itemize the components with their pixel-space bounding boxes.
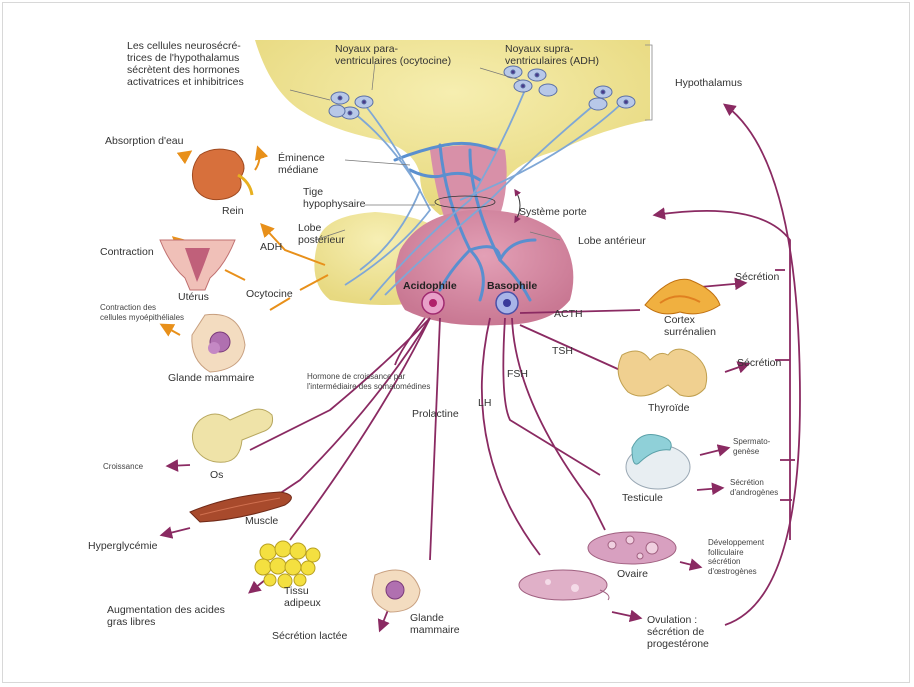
- ovary-icon: [587, 531, 677, 565]
- label-supraventricular-nuclei: Noyaux supra- ventriculaires (ADH): [505, 43, 599, 67]
- label-growth: Croissance: [103, 462, 144, 471]
- muscle-icon: [189, 491, 292, 523]
- neuron-axons: [344, 89, 621, 301]
- adipose-tissue-icon: [254, 540, 321, 589]
- portal-bracket: [514, 188, 522, 224]
- acidophil-cell-icon: [421, 291, 445, 315]
- anterior-arrows: [159, 103, 801, 633]
- label-paraventricular-nuclei: Noyaux para- ventriculaires (ocytocine): [335, 43, 452, 67]
- label-adipose-tissue: Tissu adipeux: [284, 585, 321, 609]
- label-hyperglycemia: Hyperglycémie: [88, 540, 158, 552]
- hypothalamus-bracket: [645, 44, 653, 121]
- label-acidophil: Acidophile: [403, 280, 457, 292]
- label-follicular-development: Développement folliculaire sécrétion d'œ…: [708, 538, 765, 576]
- label-milk-secretion: Sécrétion lactée: [272, 630, 348, 642]
- label-bone: Os: [210, 469, 224, 481]
- testis-icon: [625, 434, 691, 490]
- label-secretion-2: Sécrétion: [737, 357, 782, 369]
- label-growth-hormone: Hormone de croissance par l'intermédiair…: [307, 372, 431, 391]
- adrenal-cortex-icon: [644, 278, 721, 315]
- label-thyroid: Thyroïde: [648, 402, 690, 414]
- thyroid-icon: [617, 348, 708, 397]
- label-androgen-secretion: Sécrétion d'androgènes: [730, 478, 779, 497]
- label-hypothalamus: Hypothalamus: [675, 77, 743, 89]
- label-anterior-lobe: Lobe antérieur: [578, 235, 646, 247]
- kidney-icon: [191, 148, 254, 201]
- label-prolactin: Prolactine: [412, 408, 459, 420]
- hypothalamus-region: [255, 40, 650, 215]
- stalk-ring: [434, 195, 496, 209]
- label-myoepithelial-contraction: Contraction des cellules myoépithéliales: [100, 303, 185, 322]
- label-portal-system: Système porte: [519, 206, 587, 218]
- label-tsh: TSH: [552, 345, 573, 357]
- label-kidney: Rein: [222, 205, 244, 217]
- leader-lines: [289, 61, 561, 241]
- label-free-fatty-acids: Augmentation des acides gras libres: [107, 604, 225, 628]
- label-acth: ACTH: [554, 308, 583, 320]
- label-adrenal-cortex: Cortex surrénalien: [664, 314, 716, 338]
- label-contraction: Contraction: [100, 246, 154, 258]
- label-mammary-gland-2: Glande mammaire: [410, 612, 460, 636]
- label-mammary-gland-1: Glande mammaire: [168, 372, 255, 384]
- label-secretion-1: Sécrétion: [735, 271, 780, 283]
- neuron-cells-supra-2: [588, 85, 636, 111]
- portal-vessels: [393, 141, 537, 302]
- bone-icon: [191, 408, 273, 463]
- neuron-cells-para: [328, 91, 374, 120]
- label-oxytocin: Ocytocine: [246, 288, 293, 300]
- label-water-absorption: Absorption d'eau: [105, 135, 184, 147]
- ovary-icon-2: [518, 569, 610, 601]
- neuron-cells-supra-1: [503, 65, 558, 97]
- label-fsh: FSH: [507, 368, 528, 380]
- label-ovulation: Ovulation : sécrétion de progestérone: [647, 614, 709, 650]
- label-spermatogenesis: Spermato- genèse: [733, 437, 771, 456]
- label-neurosecretory-cells: Les cellules neurosécré- trices de l'hyp…: [127, 40, 244, 88]
- uterus-icon: [159, 239, 236, 291]
- label-ovary: Ovaire: [617, 568, 648, 580]
- label-posterior-lobe: Lobe postérieur: [298, 222, 345, 246]
- label-muscle: Muscle: [245, 515, 279, 527]
- label-adh: ADH: [260, 241, 283, 253]
- label-median-eminence: Éminence médiane: [278, 152, 325, 176]
- mammary-gland-icon-2: [371, 569, 421, 613]
- label-testis: Testicule: [622, 492, 663, 504]
- label-pituitary-stalk: Tige hypophysaire: [303, 186, 366, 210]
- label-uterus: Utérus: [178, 291, 209, 303]
- label-basophil: Basophile: [487, 280, 538, 292]
- basophil-cell-icon: [495, 291, 519, 315]
- mammary-gland-icon-1: [191, 313, 246, 373]
- label-lh: LH: [478, 397, 492, 409]
